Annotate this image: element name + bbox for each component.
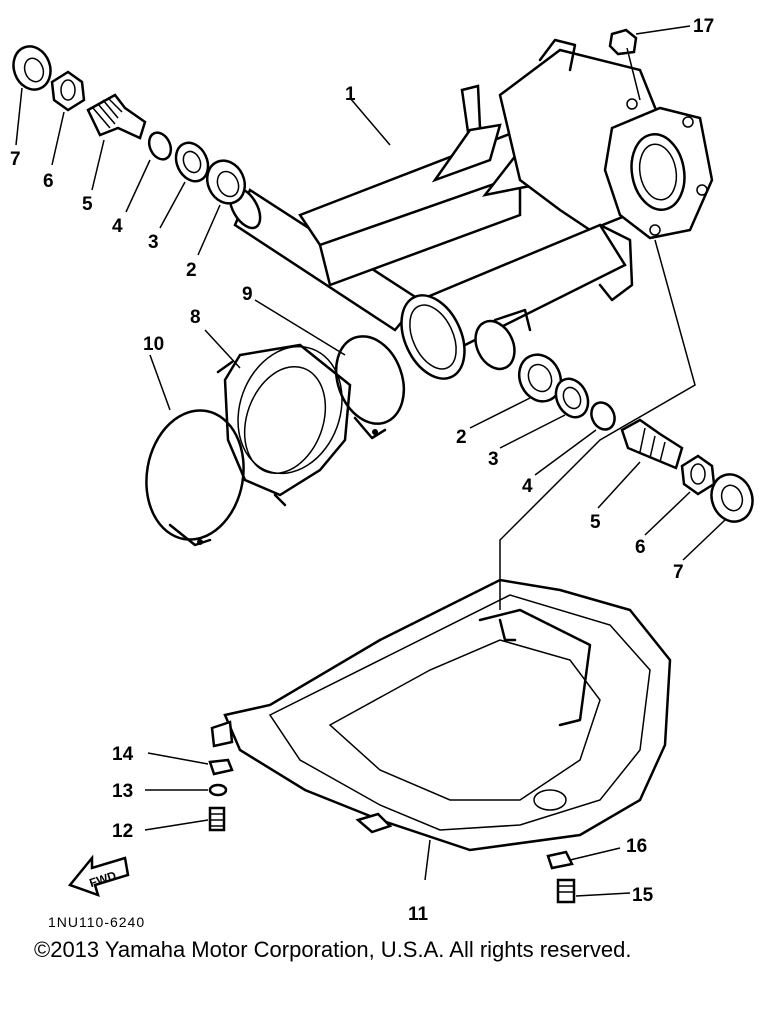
callout-11: 11 xyxy=(408,904,429,925)
right-collar-4 xyxy=(590,401,616,431)
callout-3-left: 3 xyxy=(148,232,159,253)
callout-7-left: 7 xyxy=(10,149,21,170)
left-pivot-shaft-5 xyxy=(86,93,147,140)
nut-16 xyxy=(546,850,574,870)
callout-15: 15 xyxy=(632,885,654,906)
skid-plate-11 xyxy=(210,578,672,852)
left-collar-4 xyxy=(147,131,173,161)
callout-5-right: 5 xyxy=(590,512,601,533)
right-seal-7 xyxy=(710,473,754,523)
cap-17 xyxy=(608,28,638,56)
callout-10: 10 xyxy=(143,334,164,355)
callout-2-right: 2 xyxy=(456,427,467,448)
bolt-15 xyxy=(556,878,576,904)
callout-17: 17 xyxy=(693,16,714,37)
callout-12: 12 xyxy=(112,821,133,842)
callout-4-right: 4 xyxy=(522,476,533,497)
callout-16: 16 xyxy=(626,836,647,857)
callout-3-right: 3 xyxy=(488,449,499,470)
callout-6-right: 6 xyxy=(635,537,646,558)
nut-14 xyxy=(208,758,234,776)
left-seal-7 xyxy=(12,45,52,91)
callout-13: 13 xyxy=(112,781,133,802)
left-locknut-6 xyxy=(50,70,86,112)
right-pivot-shaft-5 xyxy=(620,418,684,470)
callout-1: 1 xyxy=(345,84,356,105)
callout-4-left: 4 xyxy=(112,216,123,237)
swingarm xyxy=(228,38,714,380)
callout-14: 14 xyxy=(112,744,134,765)
callout-7-right: 7 xyxy=(673,562,684,583)
clamp-10 xyxy=(145,409,245,547)
copyright-notice: ©2013 Yamaha Motor Corporation, U.S.A. A… xyxy=(34,937,631,962)
right-bearing-2 xyxy=(517,353,563,403)
callout-6-left: 6 xyxy=(43,171,54,192)
left-bearing-2 xyxy=(205,159,247,205)
right-locknut-6 xyxy=(680,454,716,496)
boot-8 xyxy=(216,343,352,507)
clamp-9 xyxy=(334,335,406,440)
washer-13 xyxy=(208,783,228,797)
diagram-code: 1NU110-6240 xyxy=(48,914,145,930)
leader-lines xyxy=(15,25,726,897)
right-dust-seal-3 xyxy=(554,377,590,419)
callout-9: 9 xyxy=(242,284,253,305)
bolt-12 xyxy=(208,806,226,832)
fwd-arrow-icon: FWD xyxy=(67,854,130,898)
callout-8: 8 xyxy=(190,307,201,328)
callout-2-left: 2 xyxy=(186,260,197,281)
callout-5-left: 5 xyxy=(82,194,93,215)
left-dust-seal-3 xyxy=(174,141,210,183)
